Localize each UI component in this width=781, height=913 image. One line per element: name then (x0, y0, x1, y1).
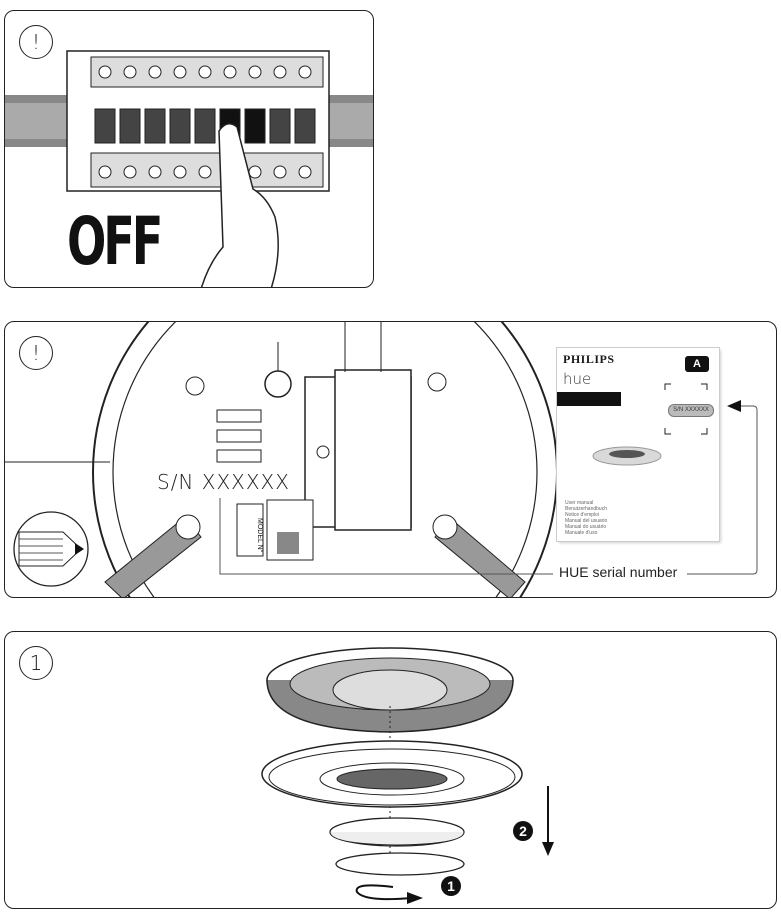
disassembly-panel: 1 1 2 (4, 631, 777, 909)
breaker-off-panel: ! OFF (4, 10, 374, 288)
off-label: OFF (67, 203, 163, 280)
step-two-badge: 2 (513, 821, 533, 841)
breaker-screw (123, 65, 137, 79)
breaker-screw (273, 165, 287, 179)
warning-badge: ! (19, 25, 53, 59)
breaker-switch (144, 108, 166, 144)
breaker-switch (269, 108, 291, 144)
step-badge: 1 (19, 646, 53, 680)
exploded-lamp-illustration (261, 647, 554, 904)
cover-disc (335, 852, 465, 876)
breaker-screw (198, 65, 212, 79)
breaker-screw (173, 165, 187, 179)
arrow-left-icon (727, 400, 741, 412)
breaker-screw (98, 165, 112, 179)
breaker-switch (244, 108, 266, 144)
step-one-badge: 1 (441, 876, 461, 896)
serial-number-panel: ! (4, 321, 777, 598)
breaker-switch (94, 108, 116, 144)
breaker-switches (94, 108, 316, 144)
breaker-switch (194, 108, 216, 144)
breaker-switch (294, 108, 316, 144)
hue-serial-number-label: HUE serial number (555, 564, 682, 580)
lamp-base-illustration (5, 322, 758, 597)
breaker-illustration (5, 50, 373, 287)
breaker-screw (148, 65, 162, 79)
pencil-icon (13, 511, 89, 587)
warning-badge: ! (19, 336, 53, 370)
breaker-screw (298, 65, 312, 79)
app-badge: A (685, 356, 709, 372)
model-label-text: MODEL N° (256, 518, 263, 553)
serial-sticker: S/N XXXXXX (668, 404, 714, 417)
breaker-switch (169, 108, 191, 144)
screws-top (98, 65, 312, 179)
breaker-screw (148, 165, 162, 179)
manual-lamp-image (592, 383, 708, 466)
breaker-screw (298, 165, 312, 179)
breaker-screw (198, 165, 212, 179)
breaker-screw (248, 65, 262, 79)
terminal-blocks (216, 409, 262, 463)
user-manual-cover: PHILIPS hue A S/N XXXXXX User manual Ben… (557, 348, 719, 541)
hand-finger (200, 123, 279, 287)
model-label-plate (236, 503, 264, 557)
breaker-screw (223, 65, 237, 79)
serial-number-text: S/N XXXXXX (157, 470, 290, 494)
breaker-screw (123, 165, 137, 179)
breaker-switch (119, 108, 141, 144)
product-name: hue (563, 370, 592, 388)
brand-logo: PHILIPS (563, 352, 615, 366)
breaker-screw (98, 65, 112, 79)
breaker-screw (248, 165, 262, 179)
manual-languages: User manual Benutzerhandbuch Notice d'em… (565, 500, 608, 536)
breaker-screw (173, 65, 187, 79)
breaker-screw (273, 65, 287, 79)
rotate-arrow-icon (355, 884, 412, 901)
